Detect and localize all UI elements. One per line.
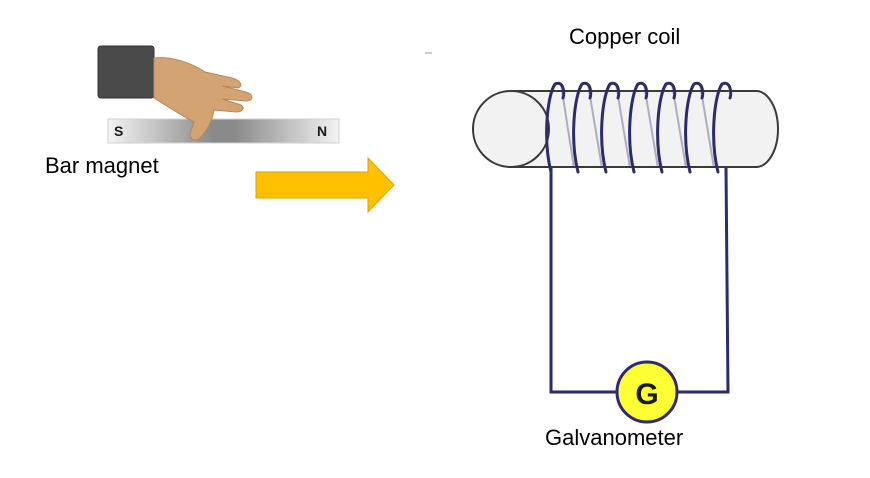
bar-magnet-label: Bar magnet	[45, 153, 159, 178]
wire-right	[677, 167, 730, 394]
palm	[153, 57, 253, 141]
copper-coil-label: Copper coil	[569, 24, 680, 49]
galvanometer-label: Galvanometer	[545, 425, 683, 450]
coil-turn	[572, 81, 593, 174]
coil-turn	[684, 81, 705, 174]
galvanometer-symbol: G	[635, 378, 658, 411]
sleeve	[98, 46, 154, 98]
magnet-body	[107, 118, 340, 144]
coil-cylinder	[472, 90, 779, 168]
coil-turn	[600, 81, 621, 174]
coil-turn	[545, 81, 566, 174]
magnet-north-pole: N	[317, 123, 327, 139]
bar-magnet: S N	[107, 118, 340, 144]
wire-left	[549, 168, 617, 394]
hand-icon	[97, 45, 253, 141]
copper-coil	[545, 81, 733, 174]
right-arrow-icon	[255, 156, 395, 214]
coil-turn	[628, 81, 649, 174]
galvanometer-dial	[615, 360, 679, 424]
magnet-south-pole: S	[114, 123, 123, 139]
coil-turn	[656, 81, 677, 174]
galvanometer: G	[615, 360, 679, 424]
coil-turn	[712, 81, 733, 174]
circuit-wire	[549, 167, 730, 394]
